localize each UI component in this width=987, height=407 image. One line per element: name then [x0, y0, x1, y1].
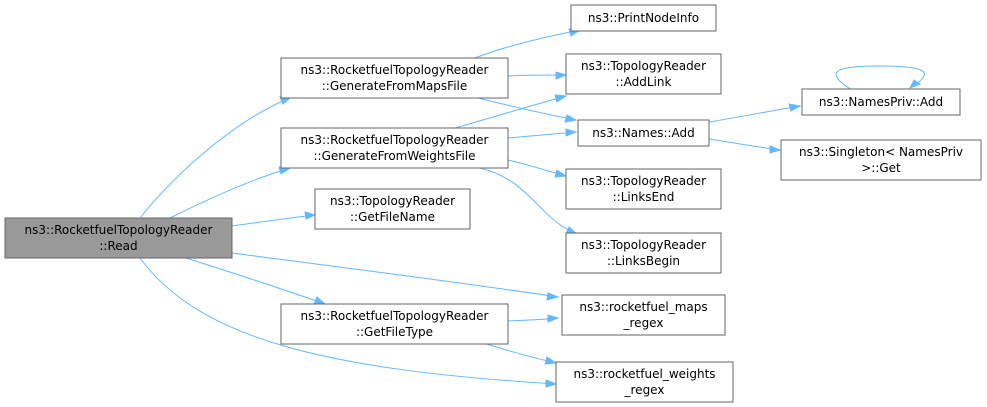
edge-generate-from-weights-file-to-links-begin [479, 167, 579, 235]
node-read-line1: ns3::RocketfuelTopologyReader [25, 223, 213, 237]
node-singleton-get-line1: ns3::Singleton< NamesPriv [799, 145, 963, 159]
node-names-add-line1: ns3::Names::Add [592, 126, 695, 140]
edge-namespriv-add-self-loop [835, 65, 925, 91]
node-get-file-type-line2: ::GetFileType [356, 325, 433, 339]
edge-generate-from-weights-file-to-add-link [454, 94, 568, 129]
edge-generate-from-maps-file-to-add-link [507, 71, 568, 80]
node-generate-from-weights-file-line2: ::GenerateFromWeightsFile [314, 149, 476, 163]
node-generate-from-maps-file-line1: ns3::RocketfuelTopologyReader [301, 63, 489, 77]
edge-read-to-get-file-type [185, 257, 327, 305]
edge-names-add-to-singleton-get [708, 138, 782, 154]
node-add-link[interactable]: ns3::TopologyReader ::AddLink [565, 53, 722, 95]
node-generate-from-weights-file-line1: ns3::RocketfuelTopologyReader [301, 133, 489, 147]
edge-read-to-generate-from-maps-file [139, 96, 292, 219]
node-rocketfuel-weights-regex-line1: ns3::rocketfuel_weights [573, 367, 715, 381]
node-generate-from-maps-file[interactable]: ns3::RocketfuelTopologyReader ::Generate… [280, 57, 509, 99]
node-add-link-line1: ns3::TopologyReader [581, 59, 706, 73]
node-print-node-info[interactable]: ns3::PrintNodeInfo [570, 4, 717, 32]
node-read[interactable]: ns3::RocketfuelTopologyReader ::Read [4, 217, 233, 259]
node-generate-from-weights-file[interactable]: ns3::RocketfuelTopologyReader ::Generate… [280, 127, 509, 169]
node-links-begin-line1: ns3::TopologyReader [581, 238, 706, 252]
edge-read-to-get-file-name [231, 211, 317, 227]
node-singleton-get[interactable]: ns3::Singleton< NamesPriv >::Get [780, 139, 982, 181]
node-read-line2: ::Read [99, 239, 137, 253]
node-add-link-line2: ::AddLink [616, 75, 672, 89]
node-rocketfuel-maps-regex-line1: ns3::rocketfuel_maps [579, 300, 707, 314]
node-namespriv-add-line1: ns3::NamesPriv::Add [819, 95, 943, 109]
edge-generate-from-weights-file-to-names-add [507, 128, 578, 139]
edge-read-to-generate-from-weights-file [169, 166, 292, 219]
call-edges [139, 28, 925, 388]
node-rocketfuel-maps-regex[interactable]: ns3::rocketfuel_maps _regex [561, 294, 726, 336]
node-links-begin[interactable]: ns3::TopologyReader ::LinksBegin [565, 232, 722, 274]
node-get-file-name-line1: ns3::TopologyReader [330, 194, 455, 208]
node-get-file-type-line1: ns3::RocketfuelTopologyReader [301, 309, 489, 323]
node-links-end-line1: ns3::TopologyReader [581, 174, 706, 188]
node-get-file-name-line2: ::GetFileName [350, 210, 435, 224]
edge-get-file-type-to-maps-regex [507, 314, 560, 323]
edge-generate-from-maps-file-to-names-add [477, 97, 578, 123]
edge-generate-from-weights-file-to-links-end [507, 159, 568, 178]
edge-read-to-maps-regex [231, 252, 560, 301]
node-rocketfuel-weights-regex[interactable]: ns3::rocketfuel_weights _regex [555, 361, 734, 403]
node-namespriv-add[interactable]: ns3::NamesPriv::Add [801, 88, 961, 116]
node-get-file-name[interactable]: ns3::TopologyReader ::GetFileName [314, 188, 471, 230]
node-singleton-get-line2: >::Get [861, 161, 901, 175]
node-generate-from-maps-file-line2: ::GenerateFromMapsFile [322, 79, 468, 93]
node-rocketfuel-maps-regex-line2: _regex [623, 316, 664, 330]
edge-names-add-to-namespriv-add [708, 103, 802, 123]
node-links-end[interactable]: ns3::TopologyReader ::LinksEnd [565, 168, 722, 210]
node-names-add[interactable]: ns3::Names::Add [577, 119, 710, 147]
node-print-node-info-line1: ns3::PrintNodeInfo [588, 11, 699, 25]
edge-generate-from-maps-file-to-print-node-info [474, 28, 582, 59]
edge-get-file-type-to-weights-regex [479, 341, 558, 365]
node-get-file-type[interactable]: ns3::RocketfuelTopologyReader ::GetFileT… [280, 303, 509, 345]
edge-read-to-weights-regex [139, 257, 558, 388]
node-links-begin-line2: ::LinksBegin [607, 254, 680, 268]
node-links-end-line2: ::LinksEnd [613, 190, 675, 204]
node-rocketfuel-weights-regex-line2: _regex [624, 383, 665, 397]
